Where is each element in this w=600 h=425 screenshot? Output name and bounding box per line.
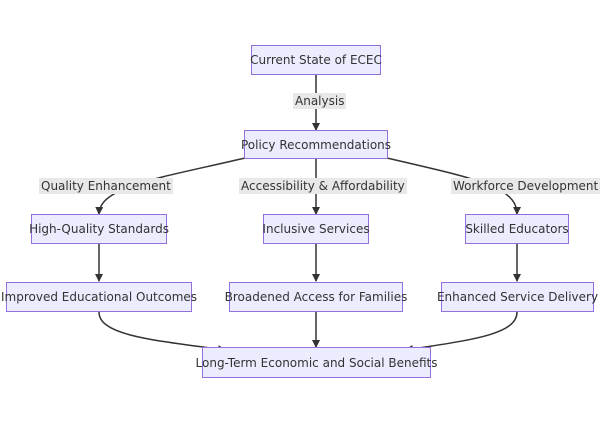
node-long-term-benefits: Long-Term Economic and Social Benefits	[196, 347, 438, 378]
node-enhanced-service-delivery: Enhanced Service Delivery	[437, 282, 598, 312]
node-skilled-educators: Skilled Educators	[465, 214, 569, 244]
edge-improved-to-longterm	[98, 311, 226, 354]
node-policy-recommendations: Policy Recommendations	[241, 130, 391, 159]
node-improved-educational-outcomes: Improved Educational Outcomes	[1, 282, 197, 312]
node-high-quality-standards: High-Quality Standards	[29, 214, 169, 244]
node-broadened-access: Broadened Access for Families	[225, 282, 407, 312]
edge-label-accessibility-affordability: Accessibility & Affordability	[239, 178, 407, 194]
node-inclusive-services: Inclusive Services	[262, 214, 370, 244]
edge-label-workforce-development: Workforce Development	[451, 178, 600, 194]
node-current-state: Current State of ECEC	[250, 45, 382, 75]
edge-label-analysis: Analysis	[293, 93, 347, 109]
edge-enhanced-to-longterm	[405, 311, 518, 353]
edge-label-quality-enhancement: Quality Enhancement	[39, 178, 173, 194]
